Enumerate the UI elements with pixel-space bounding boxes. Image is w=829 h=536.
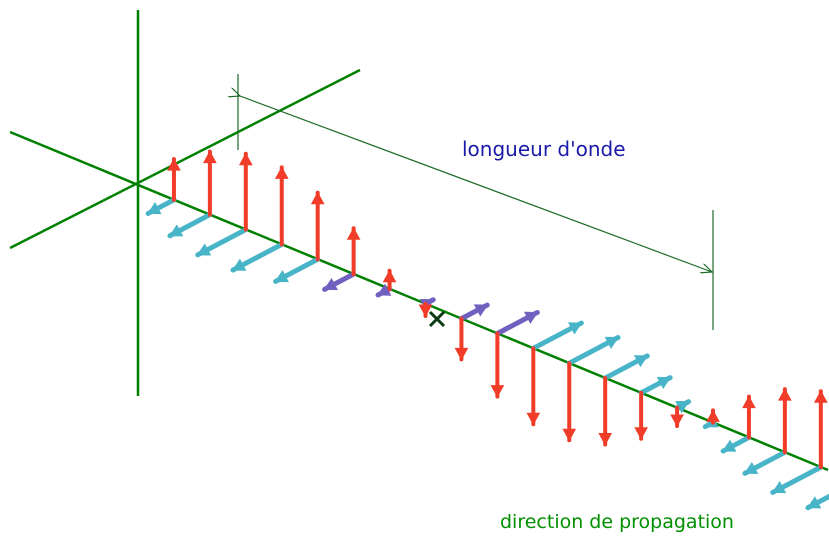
magnetic-field-arrow bbox=[458, 302, 490, 322]
magnetic-field-arrow bbox=[638, 375, 673, 396]
electric-field-arrow bbox=[598, 376, 613, 447]
electric-field-arrow bbox=[813, 389, 828, 470]
electric-field-arrow bbox=[418, 301, 433, 318]
magnetic-field-arrow bbox=[530, 320, 584, 351]
magnetic-field-arrow bbox=[322, 271, 357, 292]
wavelength-arrow bbox=[240, 96, 712, 272]
magnetic-field-arrow bbox=[805, 493, 829, 511]
electric-field-arrow bbox=[310, 190, 325, 262]
wavelength-label: longueur d'onde bbox=[462, 137, 626, 161]
magnetic-field-arrow bbox=[195, 227, 249, 258]
magnetic-field-arrow bbox=[167, 212, 213, 239]
electric-field-arrow bbox=[346, 226, 361, 277]
magnetic-field-arrow bbox=[770, 464, 824, 495]
node-marker bbox=[428, 310, 446, 328]
magnetic-field-arrow bbox=[145, 197, 177, 216]
magnetic-field-arrow bbox=[674, 399, 692, 414]
electric-field-arrow bbox=[490, 331, 505, 399]
magnetic-field-arrow bbox=[566, 335, 621, 366]
magnetic-field-arrow bbox=[230, 241, 285, 273]
propagation-label: direction de propagation bbox=[500, 511, 734, 533]
propagation-axis bbox=[9, 130, 829, 472]
axes bbox=[9, 10, 829, 472]
magnetic-field-arrow bbox=[720, 434, 752, 454]
electric-field-arrow bbox=[238, 151, 253, 232]
electric-field-arrow bbox=[167, 157, 181, 202]
wave-vectors bbox=[145, 149, 829, 511]
transverse-axis bbox=[9, 68, 361, 250]
electric-field-arrow bbox=[562, 361, 577, 443]
electric-field-arrow bbox=[382, 268, 397, 291]
electric-field-arrow bbox=[778, 387, 792, 455]
electric-field-arrow bbox=[706, 408, 720, 425]
electric-field-arrow bbox=[670, 405, 684, 428]
electric-field-arrow bbox=[454, 316, 469, 362]
magnetic-field-arrow bbox=[273, 256, 321, 284]
magnetic-field-arrow bbox=[602, 353, 650, 381]
electric-field-arrow bbox=[526, 346, 541, 427]
electric-field-arrow bbox=[274, 165, 289, 247]
wavelength-dimension bbox=[238, 74, 714, 330]
electric-field-arrow bbox=[742, 394, 756, 440]
electric-field-arrow bbox=[634, 390, 648, 441]
electric-field-arrow bbox=[203, 149, 217, 217]
magnetic-field-arrow bbox=[375, 283, 393, 298]
magnetic-field-arrow bbox=[494, 309, 540, 336]
magnetic-field-arrow bbox=[742, 449, 788, 476]
